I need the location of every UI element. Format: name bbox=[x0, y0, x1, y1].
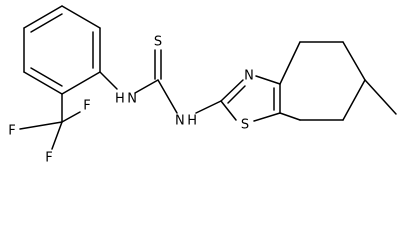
double-bond-inner bbox=[30, 67, 63, 87]
thiazole-ring: N S bbox=[220, 69, 281, 133]
bond bbox=[51, 121, 63, 150]
benzene-ring bbox=[23, 5, 101, 95]
fluorine-atom-bottom: F bbox=[45, 151, 52, 166]
bond bbox=[61, 5, 101, 29]
double-bond-inner bbox=[30, 13, 63, 33]
bond bbox=[342, 41, 366, 81]
amine-nitrogen-left: H N bbox=[115, 92, 137, 107]
bond bbox=[19, 121, 63, 130]
bond bbox=[61, 71, 101, 95]
bond bbox=[23, 71, 63, 95]
double-bond-inner bbox=[227, 85, 246, 104]
bond bbox=[195, 100, 222, 114]
thione-sulfur: S bbox=[154, 35, 162, 50]
bond bbox=[23, 5, 63, 29]
bond bbox=[157, 79, 178, 114]
double-bond bbox=[220, 79, 244, 102]
thiazole-sulfur: S bbox=[241, 118, 249, 133]
bond bbox=[253, 112, 281, 122]
bond bbox=[61, 111, 81, 123]
bond bbox=[134, 79, 159, 94]
bond bbox=[279, 41, 301, 85]
tetrahydro-ring bbox=[279, 41, 397, 121]
thiourea-linker: H N S N H bbox=[99, 35, 222, 129]
chemical-structure: F F F H N S N H N S bbox=[8, 5, 397, 166]
amine-nitrogen-right: N H bbox=[175, 114, 197, 129]
methyl-bond bbox=[364, 79, 397, 115]
bond bbox=[342, 79, 366, 121]
bond bbox=[279, 112, 301, 121]
trifluoromethyl-group: F F F bbox=[8, 93, 91, 166]
bond bbox=[220, 100, 237, 121]
thiazole-nitrogen: N bbox=[244, 69, 254, 84]
bond bbox=[255, 75, 281, 85]
fluorine-atom-top: F bbox=[83, 99, 90, 114]
fluorine-atom-left: F bbox=[8, 124, 15, 139]
bond bbox=[99, 71, 118, 90]
